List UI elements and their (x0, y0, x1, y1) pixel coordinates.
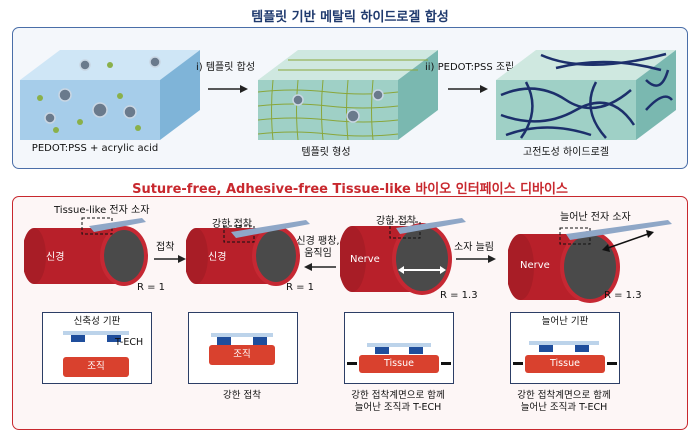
substrate-title: 신축성 기판 (73, 316, 121, 327)
tissue-block (525, 355, 605, 373)
nerve-3 (340, 218, 466, 295)
right-pull-arrow (441, 362, 451, 365)
substrate-film (211, 333, 273, 337)
ratio-2: R = 1 (286, 282, 315, 293)
swell-arrow (304, 263, 336, 271)
nerve-1-label: 신경 (46, 252, 65, 263)
caption-hydrogel: 고전도성 하이드로겔 (523, 147, 609, 158)
tissue-block (359, 355, 439, 373)
strong-contact-label-2: 강한 접착 (376, 216, 416, 227)
step2-arrow (448, 85, 488, 93)
tissue-label-4: Tissue (550, 358, 580, 369)
substrate-box: 신축성 기판 T-ECH 조직 (42, 312, 152, 384)
stretched-device-label: 늘어난 전자 소자 (560, 212, 631, 223)
substrate-film (63, 331, 129, 335)
device-label: Tissue-like 전자 소자 (54, 205, 150, 216)
step2-label: ii) PEDOT:PSS 조립 (425, 62, 515, 73)
electrode-pad (539, 345, 553, 352)
bottom-title: Suture-free, Adhesive-free Tissue-like 바… (132, 182, 568, 197)
stretched-substrate-box: 늘어난 기판 Tissue (510, 312, 620, 384)
stretched-tissue-box: Tissue (344, 312, 454, 384)
swell-label: 신경 팽창, 움직임 (296, 236, 340, 259)
attach-arrow (154, 255, 186, 263)
stretched-tissue-caption: 강한 접착계면으로 함께 늘어난 조직과 T-ECH (351, 390, 445, 413)
precursor-solution-block (20, 50, 200, 140)
caption-precursor: PEDOT:PSS + acrylic acid (31, 143, 159, 154)
ratio-4: R = 1.3 (604, 290, 642, 301)
substrate-film (367, 343, 431, 347)
tissue-block (63, 357, 129, 377)
left-pull-arrow (347, 362, 357, 365)
top-title: 템플릿 기반 메탈릭 하이드로겔 합성 (251, 10, 449, 25)
nerve-4-label: Nerve (520, 260, 550, 271)
stretch-arrow (456, 255, 496, 263)
attach-label: 접착 (156, 242, 175, 253)
electrode-pad (107, 335, 121, 342)
electrode-pad (217, 337, 231, 345)
contact-box: 조직 (188, 312, 298, 384)
ratio-1: R = 1 (137, 282, 166, 293)
template-block (258, 50, 438, 140)
step1-arrow (208, 85, 248, 93)
nerve-2 (186, 220, 310, 286)
electrode-pad (71, 335, 85, 342)
left-pull-arrow (513, 362, 523, 365)
electrode-pad (575, 345, 589, 352)
stretched-substrate-title: 늘어난 기판 (541, 316, 589, 327)
contact-caption: 강한 접착 (223, 390, 261, 401)
nerve-3-label: Nerve (350, 254, 380, 265)
stretch-label: 소자 늘림 (454, 242, 494, 253)
right-pull-arrow (607, 362, 617, 365)
tissue-label-3: Tissue (384, 358, 414, 369)
ratio-3: R = 1.3 (440, 290, 478, 301)
electrode-pad (409, 347, 423, 354)
conductive-hydrogel-block (496, 50, 676, 140)
substrate-film (529, 341, 599, 345)
step1-label: i) 템플릿 합성 (196, 62, 256, 73)
electrode-pad (253, 337, 267, 345)
strong-contact-label-1: 강한 접착 (212, 219, 252, 230)
caption-template: 템플릿 형성 (301, 147, 351, 158)
nerve-4 (508, 220, 672, 303)
electrode-pad (375, 347, 389, 354)
tech-label-1: T-ECH (115, 337, 144, 348)
tissue-block (209, 345, 275, 365)
nerve-1 (24, 217, 148, 286)
tissue-label-2: 조직 (233, 349, 251, 360)
stretched-substrate-caption: 강한 접착계면으로 함께 늘어난 조직과 T-ECH (517, 390, 611, 413)
tissue-label-1: 조직 (87, 361, 105, 372)
nerve-2-label: 신경 (208, 252, 227, 263)
